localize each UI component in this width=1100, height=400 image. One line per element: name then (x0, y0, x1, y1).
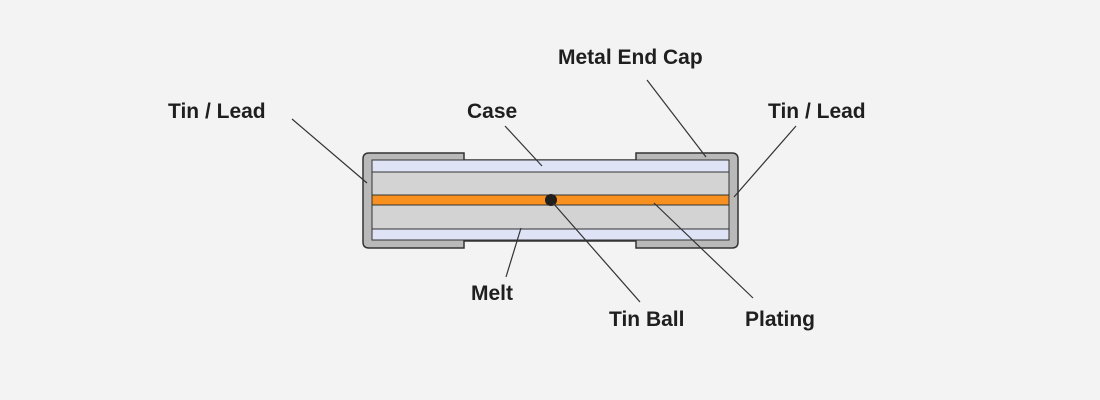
label-melt: Melt (471, 282, 513, 305)
label-plating: Plating (745, 308, 816, 331)
melt-layer-bottom (371, 228, 730, 241)
label-metal-end-cap: Metal End Cap (558, 46, 703, 69)
leader-case (504, 125, 543, 167)
leader-tin-lead-left (291, 118, 368, 184)
leader-tin-lead-right (733, 125, 797, 198)
leader-melt (505, 227, 522, 278)
label-tin-lead-right: Tin / Lead (768, 100, 866, 123)
case-layer-lower (371, 204, 730, 230)
label-case: Case (467, 100, 518, 123)
case-layer-upper (371, 171, 730, 196)
label-tin-ball: Tin Ball (609, 308, 685, 331)
tin-ball-dot (545, 194, 557, 206)
leader-tin-ball (552, 202, 641, 303)
label-tin-lead-left: Tin / Lead (168, 100, 266, 123)
melt-layer-top (371, 159, 730, 173)
leader-metal-end-cap (646, 79, 707, 158)
leader-plating (653, 202, 754, 299)
